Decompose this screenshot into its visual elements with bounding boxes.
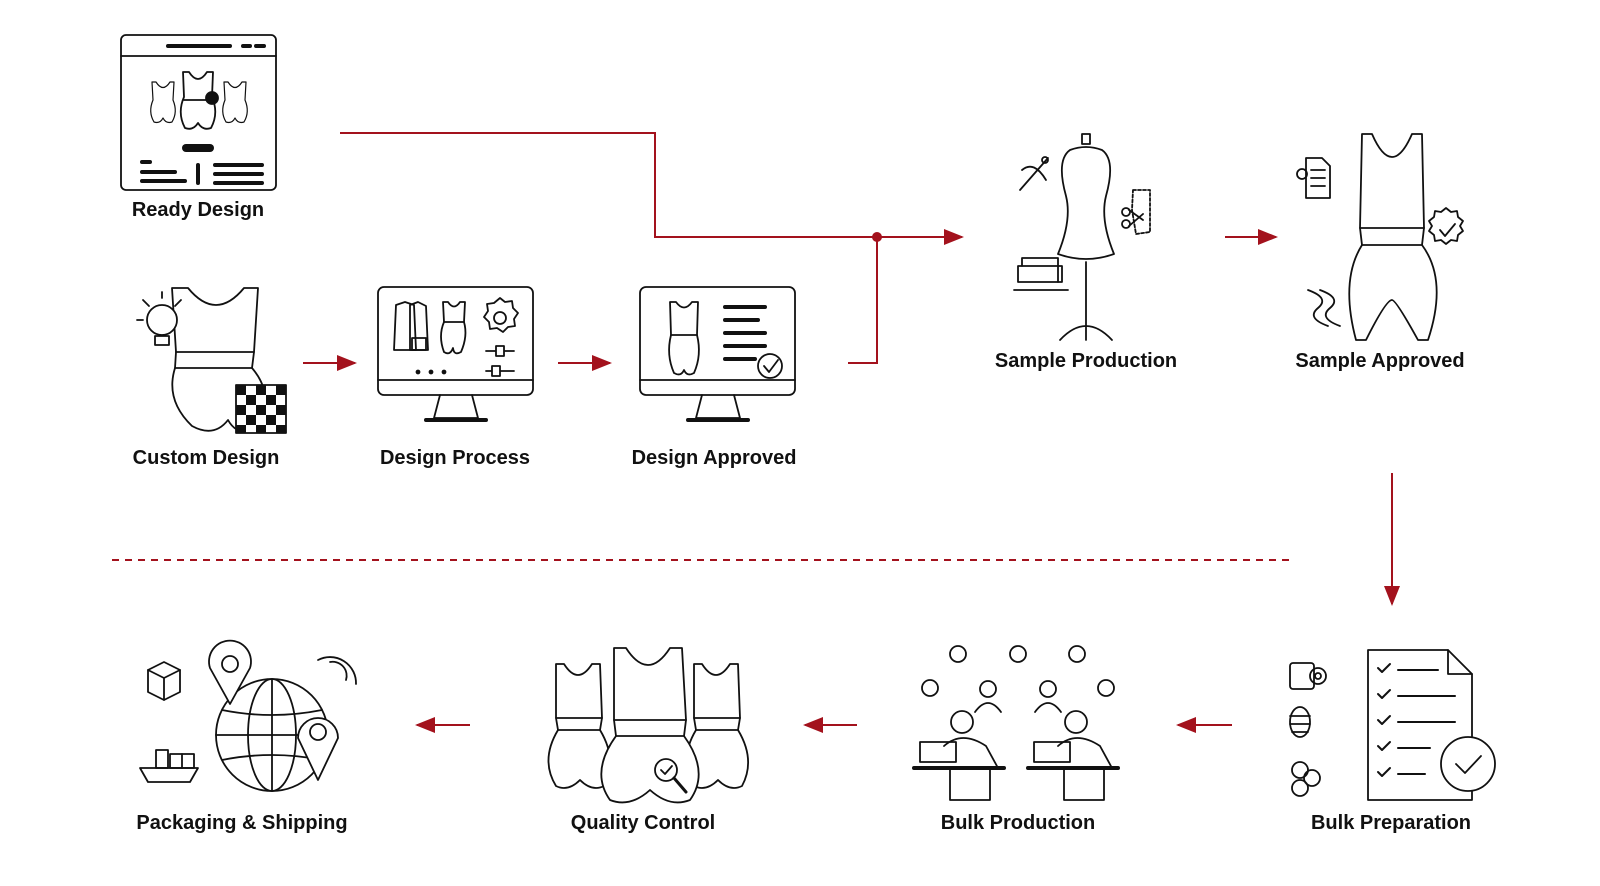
dress-form-icon bbox=[1013, 133, 1151, 341]
connector-approved-to-join bbox=[848, 237, 878, 364]
checklist-icon bbox=[1289, 649, 1496, 801]
workers-icon bbox=[912, 645, 1120, 801]
label-bulk-preparation: Bulk Preparation bbox=[1310, 812, 1472, 834]
label-bulk-production: Bulk Production bbox=[940, 812, 1096, 834]
label-packaging-shipping: Packaging & Shipping bbox=[136, 812, 348, 834]
junction-dot bbox=[872, 232, 882, 242]
swimsuit-approved-icon bbox=[1296, 133, 1464, 341]
label-sample-approved: Sample Approved bbox=[1295, 350, 1465, 372]
checkered-fabric-icon bbox=[236, 385, 286, 433]
label-custom-design: Custom Design bbox=[132, 447, 280, 469]
monitor-approved-icon bbox=[639, 286, 796, 422]
browser-window-icon bbox=[120, 34, 277, 191]
connector-ready-to-sample bbox=[340, 132, 964, 245]
label-design-process: Design Process bbox=[379, 447, 531, 469]
monitor-design-icon bbox=[377, 286, 534, 422]
swimsuits-inspection-icon bbox=[547, 647, 749, 804]
globe-shipping-icon bbox=[139, 639, 357, 792]
label-sample-production: Sample Production bbox=[994, 350, 1178, 372]
label-ready-design: Ready Design bbox=[131, 199, 265, 221]
label-quality-control: Quality Control bbox=[570, 812, 716, 834]
label-design-approved: Design Approved bbox=[631, 447, 797, 469]
